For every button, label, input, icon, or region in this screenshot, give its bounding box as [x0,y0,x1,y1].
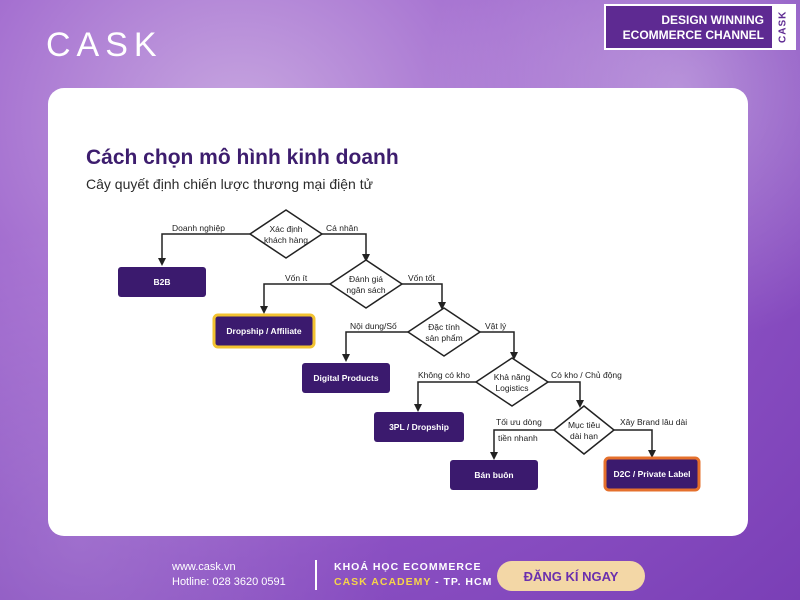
edge-d4-3pl [414,381,476,412]
register-button[interactable]: ĐĂNG KÍ NGAY [497,561,645,591]
decision-1-line-1: Xác định [269,224,302,234]
decision-1-line-2: khách hàng [264,235,308,245]
edge-label-ca-nhan: Cá nhân [326,223,358,233]
outcome-digital-products: Digital Products [302,363,390,393]
outcome-b2b-label: B2B [153,277,170,287]
footer-course-accent: CASK ACADEMY [334,576,432,588]
channel-badge-text: DESIGN WINNING ECOMMERCE CHANNEL [606,6,772,48]
edge-d4-d5 [548,381,584,408]
footer-contact: www.cask.vn Hotline: 028 3620 0591 [172,560,286,590]
edge-label-khong-co-kho: Không có kho [418,370,470,380]
edge-d2-dropship [260,283,330,314]
decision-3-line-1: Đặc tính [428,322,460,332]
footer-website[interactable]: www.cask.vn [172,561,236,573]
outcome-d2c-private-label-label: D2C / Private Label [613,469,690,479]
footer-hotline: Hotline: 028 3620 0591 [172,576,286,588]
decision-5-line-2: dài hạn [570,431,598,441]
decision-1: Xác định khách hàng [248,209,324,259]
decision-4: Khả năng Logistics [474,357,550,407]
decision-2-line-1: Đánh giá [349,274,383,284]
edge-d2-d3 [402,283,446,310]
outcome-dropship-affiliate-label: Dropship / Affiliate [226,326,302,336]
decision-5-line-1: Mục tiêu [568,420,600,430]
decision-4-line-2: Logistics [495,383,528,393]
connectors [158,233,656,460]
outcome-3pl-dropship: 3PL / Dropship [374,412,464,442]
edge-d1-b2b [158,233,250,266]
edge-d3-digital [342,331,408,362]
decision-3-line-2: sản phẩm [425,333,462,343]
footer-course: KHOÁ HỌC ECOMMERCE CASK ACADEMY - TP. HC… [334,560,492,590]
edge-label-noi-dung-so: Nội dung/Số [350,321,397,331]
decision-5: Mục tiêu dài hạn [552,405,616,455]
channel-badge: DESIGN WINNING ECOMMERCE CHANNEL CASK [604,4,796,50]
edge-label-xay-brand: Xây Brand lâu dài [620,417,687,427]
footer-divider [315,560,317,590]
cask-logo: CASK [46,26,163,64]
decision-2: Đánh giá ngân sách [328,259,404,309]
outcome-dropship-affiliate: Dropship / Affiliate [212,313,316,349]
channel-line-1: DESIGN WINNING [661,13,764,27]
slide-title: Cách chọn mô hình kinh doanh [86,146,399,169]
outcome-d2c-private-label: D2C / Private Label [603,456,701,492]
decision-4-line-1: Khả năng [494,372,531,382]
edge-label-von-tot: Vốn tốt [408,273,436,283]
slide-subtitle: Cây quyết định chiến lược thương mại điệ… [86,176,373,192]
edge-label-toi-uu-dong-2: tiền nhanh [498,433,538,443]
outcome-ban-buon-label: Bán buôn [474,470,513,480]
footer-course-line-1: KHOÁ HỌC ECOMMERCE [334,561,482,573]
outcome-b2b: B2B [118,267,206,297]
edge-label-vat-ly: Vật lý [485,321,507,331]
decision-3: Đặc tính sản phẩm [406,307,482,357]
footer-course-suffix: - TP. HCM [431,576,493,588]
edge-label-doanh-nghiep: Doanh nghiệp [172,223,225,233]
outcome-digital-products-label: Digital Products [313,373,378,383]
edge-label-toi-uu-dong-1: Tối ưu dòng [496,417,542,427]
decision-2-line-2: ngân sách [346,285,385,295]
edge-label-co-kho: Có kho / Chủ động [551,370,622,380]
footer-course-line-2: CASK ACADEMY - TP. HCM [334,575,492,590]
outcome-3pl-dropship-label: 3PL / Dropship [389,422,449,432]
edge-d1-d2 [322,233,370,262]
channel-line-2: ECOMMERCE CHANNEL [622,28,764,42]
edge-d5-d2c [614,429,656,458]
edge-d3-d4 [480,331,518,360]
edge-label-von-it: Vốn ít [285,273,308,283]
outcome-ban-buon: Bán buôn [450,460,538,490]
edge-d5-banbuon [490,429,554,460]
